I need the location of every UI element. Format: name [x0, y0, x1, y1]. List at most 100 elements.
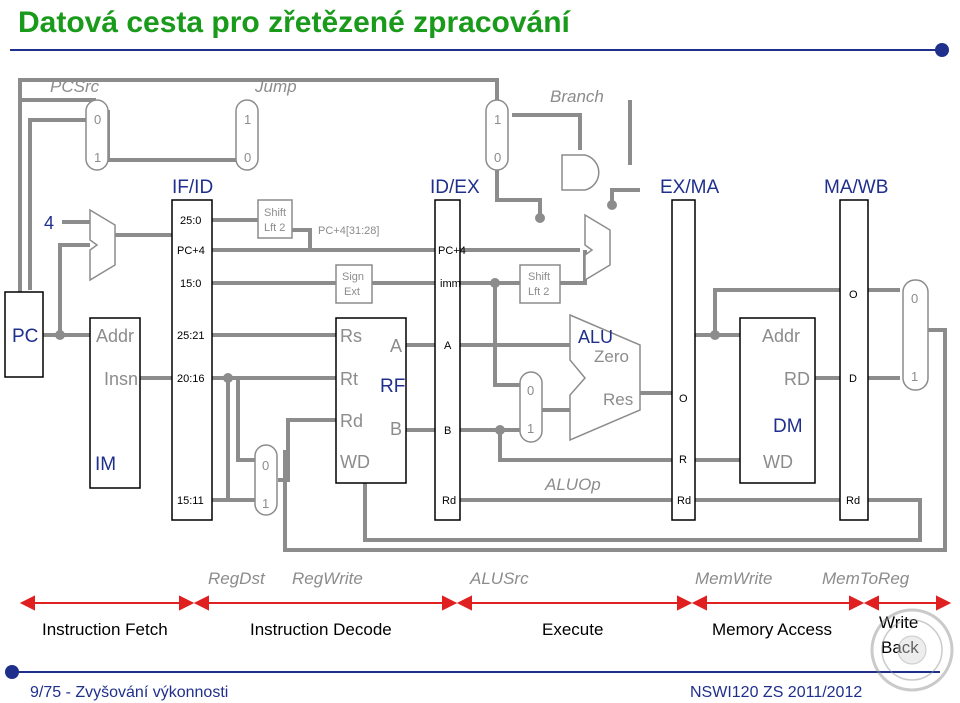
- wire: [560, 250, 587, 285]
- mux-input-0: 0: [244, 150, 251, 165]
- phase-memory: Memory Access: [712, 620, 832, 639]
- imem-insn-label: Insn: [104, 369, 138, 389]
- idex-field: Rd: [442, 495, 456, 507]
- exma-field: R: [679, 454, 687, 466]
- rf-rs: Rs: [340, 326, 362, 346]
- junction-dot: [223, 373, 233, 383]
- mawb-field: D: [849, 373, 857, 385]
- alusrc-mux: [519, 371, 543, 443]
- mawb-register: [839, 199, 869, 521]
- mux-input-0: 0: [494, 150, 501, 165]
- junction-dot: [535, 213, 545, 223]
- wire: [18, 78, 499, 300]
- idex-field: PC+4: [438, 245, 466, 257]
- wire: [226, 378, 255, 502]
- alu-name: ALU: [578, 327, 613, 347]
- junction-dot: [710, 330, 720, 340]
- branch-mux: [485, 99, 509, 171]
- mux-input-0: 0: [527, 383, 534, 398]
- page-title: Datová cesta pro zřetězené zpracování: [18, 6, 572, 39]
- mux-input-1: 1: [94, 150, 101, 165]
- university-seal-icon: [870, 608, 954, 692]
- label-memtoreg: MemToReg: [822, 569, 910, 588]
- junction-dot: [490, 278, 500, 288]
- signext-label: Sign: [342, 271, 364, 283]
- phase-execute: Execute: [542, 620, 603, 639]
- mawb-field: O: [849, 289, 858, 301]
- mux-input-1: 1: [494, 112, 501, 127]
- label-branch: Branch: [550, 87, 604, 106]
- ifid-field: 20:16: [177, 373, 205, 385]
- mux-input-0: 0: [911, 291, 918, 306]
- exma-label: EX/MA: [660, 177, 719, 198]
- imem-name: IM: [95, 454, 116, 475]
- regdst-mux: [254, 444, 278, 516]
- const-four: 4: [44, 213, 54, 233]
- alu-res: Res: [603, 390, 633, 409]
- dmem-addr: Addr: [762, 326, 800, 346]
- wire: [713, 288, 840, 335]
- mux-input-0: 0: [262, 458, 269, 473]
- mux-input-1: 1: [527, 421, 534, 436]
- wire: [283, 328, 947, 552]
- label-alusrc: ALUSrc: [469, 569, 529, 588]
- shift-left-unit: [519, 264, 561, 304]
- wire: [28, 118, 97, 290]
- exma-field: Rd: [677, 495, 691, 507]
- phase-decode: Instruction Decode: [250, 620, 392, 639]
- phase-writeback-line2: Back: [881, 638, 919, 657]
- sign-extend-unit: [335, 264, 373, 304]
- idex-field: A: [444, 340, 452, 352]
- wire: [493, 283, 520, 387]
- rf-rd: Rd: [340, 411, 363, 431]
- mawb-field: Rd: [846, 495, 860, 507]
- data-memory: [739, 317, 816, 484]
- pc-label: PC: [12, 326, 38, 347]
- mux-input-1: 1: [244, 112, 251, 127]
- wire: [498, 430, 680, 462]
- pc-register: [4, 291, 44, 378]
- dmem-rd: RD: [784, 369, 810, 389]
- junction-dot: [55, 330, 65, 340]
- dmem-wd: WD: [763, 452, 793, 472]
- junction-dot: [495, 425, 505, 435]
- ifid-label: IF/ID: [172, 177, 213, 198]
- idex-field: B: [444, 425, 451, 437]
- jump-mux: [235, 99, 259, 171]
- mux-input-1: 1: [262, 496, 269, 511]
- shift-label: Shift: [528, 271, 550, 283]
- label-aluop: ALUOp: [544, 475, 601, 494]
- pc-concat-label: PC+4[31:28]: [318, 225, 379, 237]
- label-memwrite: MemWrite: [695, 569, 772, 588]
- phase-arrows: [19, 595, 952, 611]
- ifid-field: 15:11: [177, 495, 204, 507]
- wire: [512, 113, 582, 150]
- wire: [106, 110, 249, 162]
- ifid-field: 25:0: [180, 215, 201, 227]
- ifid-field: 15:0: [180, 278, 201, 290]
- footer-left: 9/75 - Zvyšování výkonnosti: [30, 684, 228, 701]
- wire: [290, 228, 312, 250]
- register-file: [335, 317, 407, 484]
- mux-input-1: 1: [911, 369, 918, 384]
- signext-label: Ext: [344, 286, 360, 298]
- rf-a: A: [390, 336, 402, 356]
- shift-left-unit: [257, 199, 293, 239]
- exma-register: [671, 199, 696, 521]
- wire: [58, 243, 90, 335]
- pcsrc-mux: [85, 99, 109, 171]
- junction-dot: [607, 200, 617, 210]
- rf-rt: Rt: [340, 369, 358, 389]
- rf-b: B: [390, 419, 402, 439]
- idex-register: [434, 199, 461, 521]
- rf-wd: WD: [340, 452, 370, 472]
- phase-writeback-line1: Write: [879, 613, 918, 632]
- shift-label: Lft 2: [528, 286, 549, 298]
- wire: [236, 378, 255, 462]
- alu-zero: Zero: [594, 347, 629, 366]
- footer-right: NSWI120 ZS 2011/2012: [690, 684, 862, 701]
- ifid-register: [171, 199, 213, 521]
- pc-adder: [89, 208, 116, 282]
- idex-label: ID/EX: [430, 177, 480, 198]
- imem-addr-label: Addr: [96, 326, 134, 346]
